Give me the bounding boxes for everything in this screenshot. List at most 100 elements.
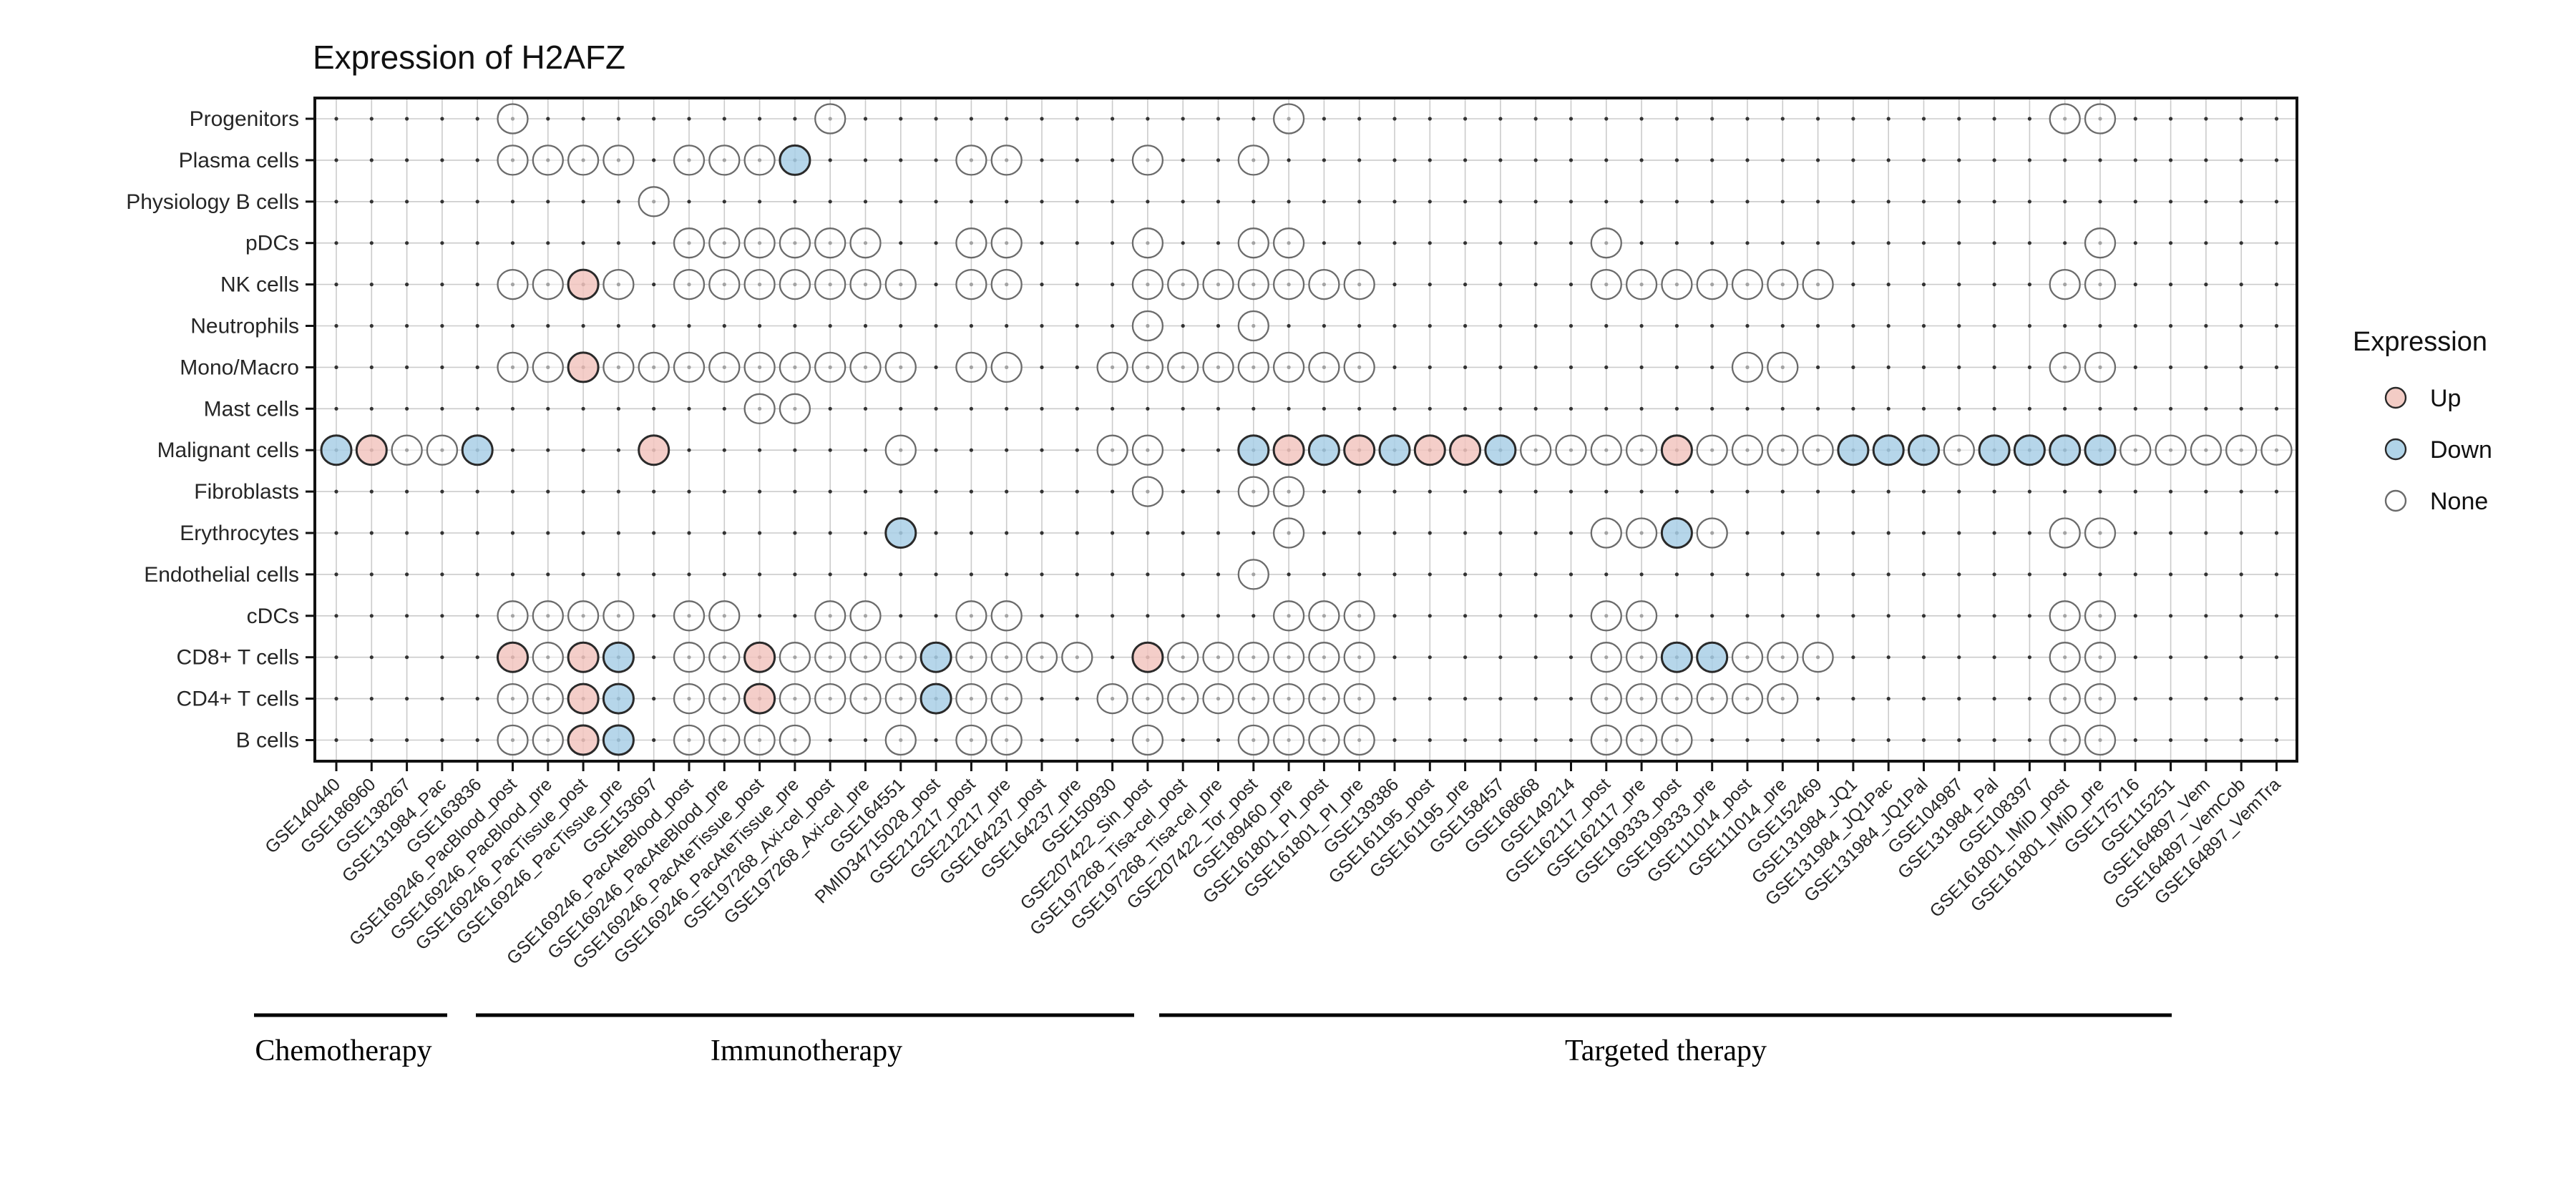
- grid-dot: [1851, 531, 1855, 535]
- dot-none: [1625, 434, 1658, 466]
- grid-dot: [334, 365, 338, 369]
- grid-dot: [758, 448, 762, 452]
- grid-dot: [1921, 697, 1926, 701]
- grid-dot: [1392, 572, 1397, 577]
- grid-dot: [1005, 406, 1009, 411]
- grid-dot: [546, 489, 550, 494]
- dot-none: [884, 682, 917, 715]
- grid-dot: [1957, 614, 1961, 618]
- dot-none: [849, 600, 882, 632]
- grid-dot: [1146, 406, 1150, 411]
- grid-dot: [1568, 241, 1574, 245]
- y-axis-label: Endothelial cells: [144, 563, 299, 587]
- dot-none: [638, 186, 670, 217]
- dot-none: [814, 103, 847, 134]
- grid-dot: [2239, 406, 2243, 411]
- grid-dot: [2027, 323, 2031, 328]
- dot-none: [1696, 682, 1728, 715]
- grid-dot: [1921, 158, 1926, 162]
- dot-none: [708, 600, 741, 632]
- grid-dot: [1992, 323, 1996, 328]
- grid-dot: [2204, 365, 2208, 369]
- grid-dot: [969, 572, 973, 577]
- grid-dot: [758, 117, 762, 121]
- dot-none: [779, 724, 811, 756]
- dot-none: [1272, 476, 1305, 507]
- grid-dot: [934, 489, 938, 494]
- grid-dot: [899, 117, 903, 121]
- grid-dot: [2204, 655, 2208, 660]
- dot-none: [955, 724, 987, 756]
- grid-dot: [1111, 406, 1115, 411]
- dot-none: [1308, 642, 1340, 673]
- grid-dot: [1428, 365, 1432, 369]
- dot-none: [1237, 268, 1269, 300]
- grid-dot: [1604, 117, 1609, 121]
- dot-none: [673, 351, 706, 383]
- grid-dot: [2027, 738, 2031, 743]
- grid-dot: [793, 572, 797, 577]
- dot-none: [1131, 310, 1164, 342]
- grid-dot: [1604, 572, 1609, 577]
- dot-up: [497, 641, 529, 673]
- grid-dot: [440, 531, 444, 535]
- grid-dot: [405, 614, 409, 618]
- grid-dot: [1957, 200, 1961, 204]
- grid-dot: [1886, 200, 1890, 204]
- grid-dot: [1428, 572, 1432, 577]
- grid-dot: [546, 117, 550, 121]
- grid-dot: [1992, 241, 1996, 245]
- dot-none: [1696, 517, 1728, 549]
- grid-dot: [2239, 365, 2243, 369]
- grid-dot: [1463, 572, 1468, 577]
- grid-dot: [2098, 489, 2102, 494]
- dot-none: [532, 724, 564, 756]
- y-axis-label: Erythrocytes: [180, 522, 299, 545]
- dot-none: [1696, 268, 1728, 300]
- grid-dot: [863, 489, 868, 494]
- dot-none: [1237, 724, 1269, 756]
- grid-dot: [1604, 365, 1609, 369]
- grid-dot: [581, 117, 585, 121]
- grid-dot: [616, 531, 621, 535]
- grid-dot: [1040, 738, 1044, 743]
- grid-dot: [1710, 406, 1714, 411]
- grid-dot: [1886, 655, 1890, 660]
- grid-dot: [1851, 117, 1855, 121]
- category-label: Targeted therapy: [1565, 1034, 1767, 1067]
- dot-none: [849, 351, 882, 383]
- grid-dot: [1428, 697, 1432, 701]
- grid-dot: [1040, 365, 1044, 369]
- dot-none: [1061, 642, 1093, 673]
- dot-down: [1696, 641, 1729, 673]
- grid-dot: [2169, 531, 2173, 535]
- grid-dot: [475, 697, 479, 701]
- grid-dot: [1921, 655, 1926, 660]
- grid-dot: [2133, 241, 2137, 245]
- grid-dot: [1252, 200, 1256, 204]
- grid-dot: [1216, 406, 1221, 411]
- grid-dot: [1111, 614, 1115, 618]
- grid-dot: [1851, 200, 1855, 204]
- dot-none: [743, 145, 776, 176]
- grid-dot: [1216, 738, 1221, 743]
- grid-dot: [1216, 158, 1221, 162]
- dot-none: [638, 351, 670, 383]
- dot-none: [990, 227, 1023, 259]
- dot-up: [1413, 434, 1446, 466]
- dot-none: [497, 682, 529, 715]
- y-axis-label: Fibroblasts: [194, 480, 299, 504]
- grid-dot: [2274, 489, 2279, 494]
- grid-dot: [616, 323, 621, 328]
- dot-none: [990, 724, 1023, 756]
- grid-dot: [1498, 200, 1503, 204]
- grid-dot: [1533, 531, 1538, 535]
- dot-none: [814, 600, 847, 632]
- dot-up: [1449, 434, 1482, 466]
- grid-dot: [1851, 241, 1855, 245]
- grid-dot: [2027, 531, 2031, 535]
- grid-dot: [581, 531, 585, 535]
- grid-dot: [863, 738, 868, 743]
- grid-dot: [1040, 200, 1044, 204]
